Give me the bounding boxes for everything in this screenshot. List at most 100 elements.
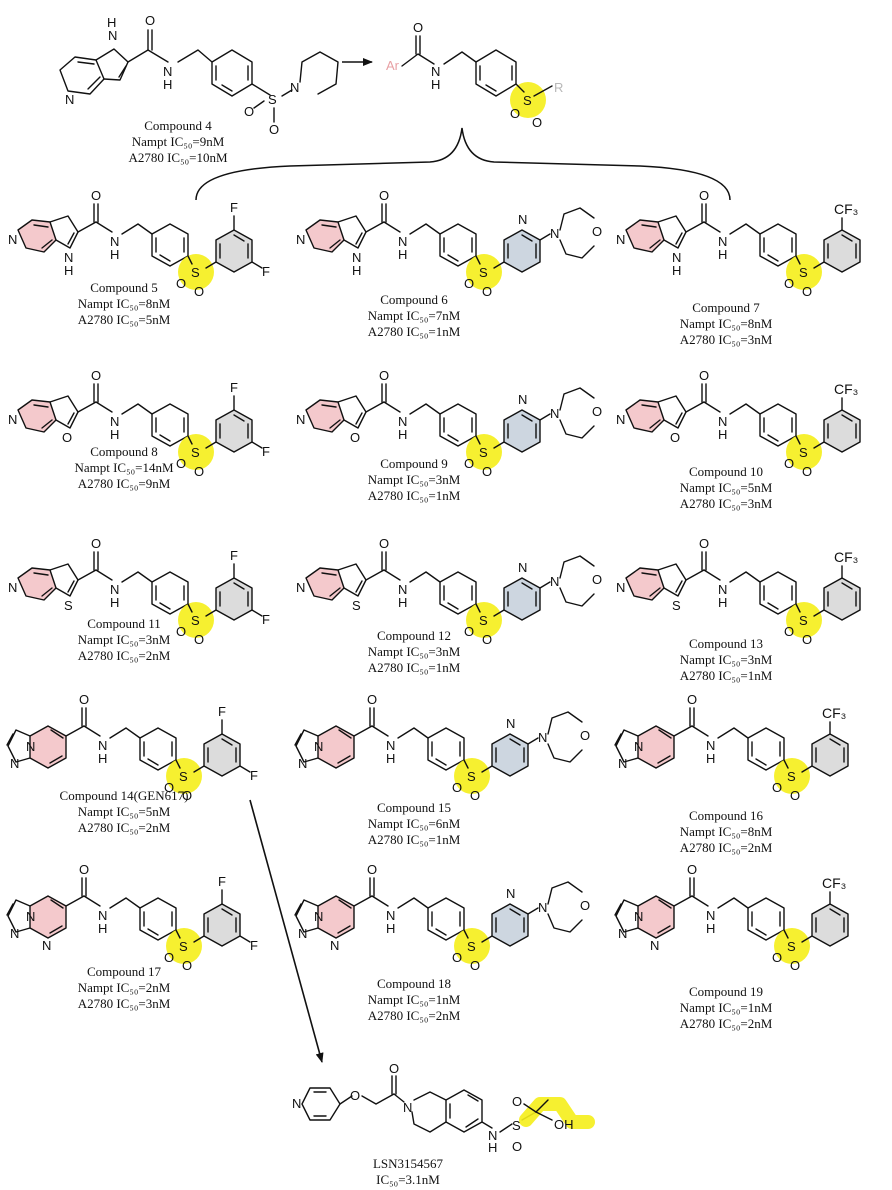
compound-18-morpholine-o: O — [580, 898, 590, 913]
compound-9-amide-h: H — [398, 427, 407, 442]
compound-13-pyridine-n: N — [616, 580, 625, 595]
compound-12-pyridine-n: N — [518, 560, 527, 575]
compound-11-name: Compound 11 — [87, 616, 161, 631]
compound-10-sulfonyl-s: S — [799, 445, 808, 460]
compound-15-morpholine-n: N — [538, 730, 547, 745]
compound-5-sulfonyl-highlight — [178, 254, 214, 290]
compound-18-sulfonyl-s: S — [467, 939, 476, 954]
compound-5-sulfonyl-o2: O — [194, 284, 204, 299]
compound-14-bridgehead-n: N — [26, 739, 35, 754]
compound-19-sulfonyl-o2: O — [790, 958, 800, 973]
compound-10-a2780: A2780 IC₅₀=3nM — [680, 496, 773, 511]
compound-16-bridgehead-n: N — [634, 739, 643, 754]
compound-8-a2780: A2780 IC₅₀=9nM — [78, 476, 171, 491]
compound-6-sulfonyl-s: S — [479, 265, 488, 280]
compound-17-amide-n: N — [98, 908, 107, 923]
compound-16-imidazole-n: N — [618, 756, 627, 771]
compound-17-imidazole-n: N — [10, 926, 19, 941]
lead-s: S — [268, 92, 277, 107]
compound-8-pyridine-n: N — [8, 412, 17, 427]
compound-19-cf3-group: CF₃ — [822, 875, 846, 891]
compound-19-imidazole-n: N — [618, 926, 627, 941]
final-ether-o: O — [350, 1088, 360, 1103]
compound-18-pyridine-n: N — [506, 886, 515, 901]
compound-5-fluorine-2: F — [262, 264, 270, 279]
compound-14-amide-o: O — [79, 692, 89, 707]
compound-12-sulfonyl-o2: O — [482, 632, 492, 647]
compound-8-fluorine-2: F — [262, 444, 270, 459]
compound-12-amide-n: N — [398, 582, 407, 597]
compound-6-pyridine-n: N — [518, 212, 527, 227]
compound-13-a2780: A2780 IC₅₀=1nM — [680, 668, 773, 683]
compound-18-pyrimidine-n: N — [330, 938, 339, 953]
compound-7-name: Compound 7 — [692, 300, 760, 315]
compound-19-a2780: A2780 IC₅₀=2nM — [680, 1016, 773, 1031]
compound-17-fluorine-2: F — [250, 938, 258, 953]
compound-11-sulfonyl-o1: O — [176, 624, 186, 639]
compound-14-fluorine-2: F — [250, 768, 258, 783]
general-scaffold: Ar O N H S O O R — [386, 20, 563, 130]
scaffold-r: R — [554, 80, 563, 95]
compound-7-a2780: A2780 IC₅₀=3nM — [680, 332, 773, 347]
variation-brace — [195, 127, 731, 201]
compound-18-sulfonyl-highlight — [454, 928, 490, 964]
compound-9-sulfonyl-highlight — [466, 434, 502, 470]
compound-5-pyrrole-n: N — [64, 250, 73, 265]
compound-6-sulfonyl-o2: O — [482, 284, 492, 299]
compound-18-a2780: A2780 IC₅₀=2nM — [368, 1008, 461, 1023]
final-sulfonamide-n: N — [488, 1128, 497, 1143]
lead-pip-n: N — [290, 80, 299, 95]
compound-12-name: Compound 12 — [377, 628, 451, 643]
scaffold-s: S — [523, 93, 532, 108]
compound-18-sulfonyl-o1: O — [452, 950, 462, 965]
compound-8-nampt: Nampt IC₅₀=14nM — [74, 460, 174, 475]
lead-so-o1: O — [269, 122, 279, 137]
compound-19-amide-o: O — [687, 862, 697, 877]
compound-17-fluorine-1: F — [218, 874, 226, 889]
compound-11-sulfonyl-highlight — [178, 602, 214, 638]
compound-18-nampt: Nampt IC₅₀=1nM — [368, 992, 461, 1007]
scaffold-o: O — [413, 20, 423, 35]
compound-12-amide-o: O — [379, 536, 389, 551]
lead-amide-h: H — [163, 77, 172, 92]
compound-8-sulfonyl-highlight — [178, 434, 214, 470]
final-oh: OH — [554, 1117, 574, 1132]
compound-9-sulfonyl-o1: O — [464, 456, 474, 471]
compound-17-nampt: Nampt IC₅₀=2nM — [78, 980, 171, 995]
compound-17-sulfonyl-highlight — [166, 928, 202, 964]
compound-16-a2780: A2780 IC₅₀=2nM — [680, 840, 773, 855]
compound-15-a2780: A2780 IC₅₀=1nM — [368, 832, 461, 847]
compound-19-sulfonyl-s: S — [787, 939, 796, 954]
compound-11-amide-n: N — [110, 582, 119, 597]
compound-9-pyridine-n: N — [518, 392, 527, 407]
compound-7-sulfonyl-o1: O — [784, 276, 794, 291]
lsn3154567-structure: N O O N N H S O O — [292, 1061, 595, 1155]
compound-9-a2780: A2780 IC₅₀=1nM — [368, 488, 461, 503]
compound-10-amide-h: H — [718, 427, 727, 442]
compound-10-amide-n: N — [718, 414, 727, 429]
compound-6-a2780: A2780 IC₅₀=1nM — [368, 324, 461, 339]
compound-11-thiophene-s: S — [64, 598, 73, 613]
final-carbonyl-o: O — [389, 1061, 399, 1076]
compound-19-sulfonyl-highlight — [774, 928, 810, 964]
compound-6-nampt: Nampt IC₅₀=7nM — [368, 308, 461, 323]
scaffold-n: N — [431, 64, 440, 79]
compound-5-pyrrole-h: H — [64, 263, 73, 278]
compound-4-structure: N H N O N H S O O N — [59, 13, 339, 137]
compound-12-amide-h: H — [398, 595, 407, 610]
compound-12-pyridine-n: N — [296, 580, 305, 595]
compound-13-nampt: Nampt IC₅₀=3nM — [680, 652, 773, 667]
compound-15-sulfonyl-o1: O — [452, 780, 462, 795]
compound-9-furan-o: O — [350, 430, 360, 445]
compound-11-sulfonyl-o2: O — [194, 632, 204, 647]
compound-15-morpholine-o: O — [580, 728, 590, 743]
